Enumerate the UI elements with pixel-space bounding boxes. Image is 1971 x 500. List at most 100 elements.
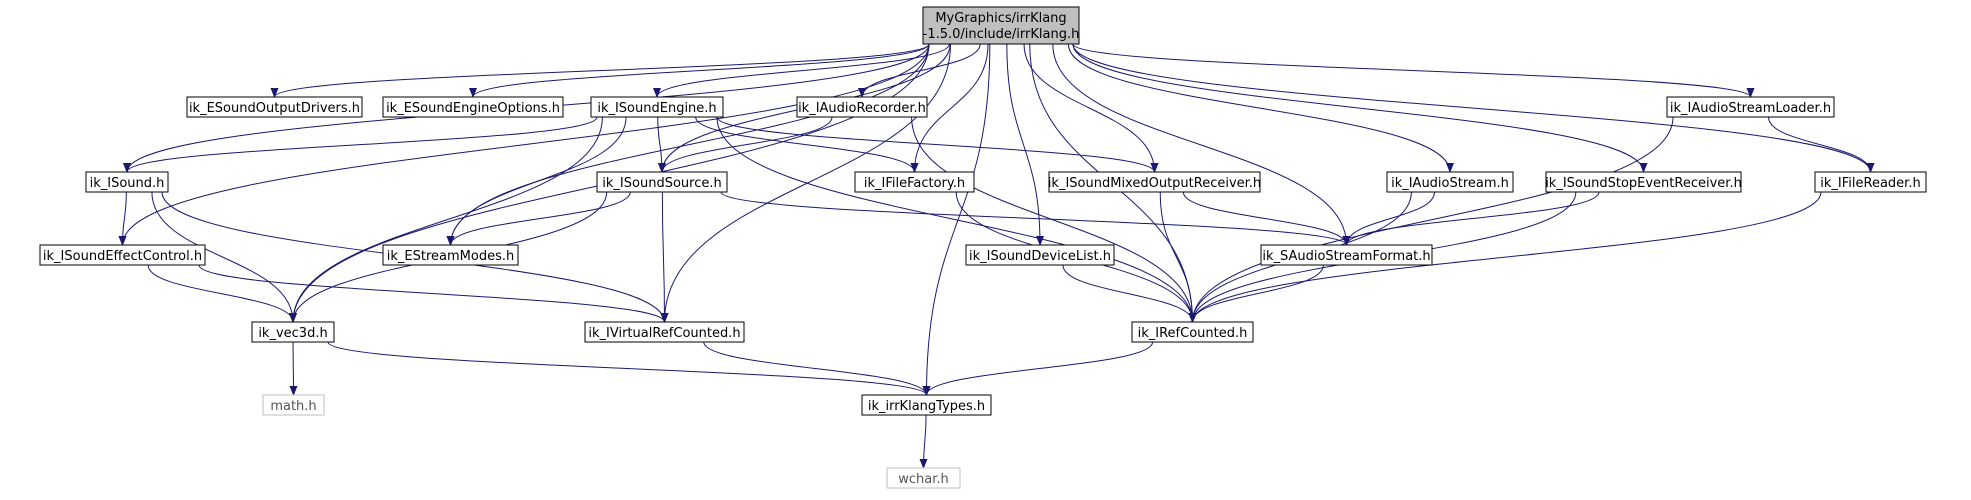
- node-ik-isoundsource[interactable]: ik_ISoundSource.h: [596, 171, 728, 193]
- edge-root-to-ik-esoundoutputdrivers: [270, 43, 930, 98]
- edge-root-to-ik-isoundengine: [653, 43, 950, 98]
- node-label: ik_ISound.h: [90, 176, 165, 191]
- edge-ik-isoundengine-to-ik-irefcounted: [716, 116, 1197, 323]
- edge-ik-isoundmixedoutputreceiver-to-ik-saudiostreamformat: [1182, 191, 1351, 246]
- edge-ik-isounddevicelist-to-ik-irefcounted: [1062, 264, 1197, 323]
- edge-ik-isoundengine-to-ik-ifilefactory: [695, 116, 919, 173]
- node-label: ik_IRefCounted.h: [1138, 326, 1248, 341]
- edge-root-to-ik-saudiostreamformat: [1052, 43, 1351, 246]
- edge-ik-isoundengine-to-ik-vec3d: [289, 116, 603, 323]
- edge-root-to-ik-isoundmixedoutputreceiver: [1023, 43, 1159, 173]
- node-ik-isoundeffectcontrol[interactable]: ik_ISoundEffectControl.h: [39, 244, 206, 266]
- node-box: [1545, 171, 1742, 193]
- edge-root-to-ik-isounddevicelist: [1006, 43, 1044, 246]
- node-label: ik_ESoundEngineOptions.h: [386, 101, 560, 116]
- node-ik-isounddevicelist[interactable]: ik_ISoundDeviceList.h: [965, 244, 1115, 266]
- node-label: ik_IFileReader.h: [1820, 176, 1920, 191]
- node-box: [251, 321, 335, 343]
- root-label-line2: -1.5.0/include/irrKlang.h: [923, 27, 1080, 42]
- node-ik-isoundmixedoutputreceiver[interactable]: ik_ISoundMixedOutputReceiver.h: [1048, 171, 1261, 193]
- edge-ik-isound-to-ik-vec3d: [151, 191, 297, 323]
- node-ik-iaudiostream[interactable]: ik_IAudioStream.h: [1386, 171, 1514, 193]
- node-box: [186, 96, 363, 118]
- edge-root-to-ik-esoundengineoptions: [469, 43, 930, 98]
- edge-root-to-ik-isoundstopeventreceiver: [1072, 43, 1648, 173]
- node-label: ik_ISoundStopEventReceiver.h: [1545, 176, 1742, 191]
- edge-ik-isoundengine-to-ik-isound: [123, 116, 598, 173]
- node-ik-isoundengine[interactable]: ik_ISoundEngine.h: [590, 96, 724, 118]
- edge-ik-irefcounted-to-ik-irrklangtypes: [922, 341, 1154, 396]
- node-box: [861, 394, 992, 416]
- node-ik-irrklangtypes[interactable]: ik_irrKlangTypes.h: [861, 394, 992, 416]
- node-label: ik_IFileFactory.h: [864, 176, 965, 191]
- edge-ik-ifilereader-to-ik-irefcounted: [1188, 191, 1822, 323]
- edge-ik-irrklangtypes-to-wchar: [919, 414, 928, 469]
- edge-ik-iaudiostreamloader-to-ik-irefcounted: [1188, 116, 1674, 323]
- edge-ik-saudiostreamformat-to-ik-irefcounted: [1188, 264, 1324, 323]
- root-node[interactable]: MyGraphics/irrKlang -1.5.0/include/irrKl…: [922, 6, 1080, 45]
- edge-root-to-ik-irrklangtypes: [922, 43, 991, 396]
- node-math: math.h: [262, 394, 325, 416]
- node-ik-esoundoutputdrivers[interactable]: ik_ESoundOutputDrivers.h: [186, 96, 363, 118]
- edges-layer: [118, 43, 1875, 469]
- edge-ik-isoundengine-to-ik-isoundsource: [657, 116, 666, 173]
- node-box: [382, 96, 564, 118]
- node-label: ik_IAudioRecorder.h: [798, 101, 926, 116]
- node-label: ik_ISoundDeviceList.h: [969, 249, 1111, 264]
- node-label: ik_ISoundEngine.h: [597, 101, 716, 116]
- edge-ik-isoundengine-to-ik-isoundmixedoutputreceiver: [716, 116, 1159, 173]
- node-ik-iaudiostreamloader[interactable]: ik_IAudioStreamLoader.h: [1666, 96, 1835, 118]
- edge-ik-iaudiostreamloader-to-ik-ifilereader: [1768, 116, 1875, 173]
- node-label: ik_SAudioStreamFormat.h: [1262, 249, 1430, 264]
- root-label-line1: MyGraphics/irrKlang: [935, 11, 1066, 26]
- edge-ik-isoundsource-to-ik-ivirtualrefcounted: [660, 191, 669, 323]
- edge-ik-isoundeffectcontrol-to-ik-ivirtualrefcounted: [198, 264, 669, 323]
- edge-ik-iaudiostream-to-ik-saudiostreamformat: [1342, 191, 1435, 246]
- node-box: [1386, 171, 1514, 193]
- node-label: ik_ISoundEffectControl.h: [43, 249, 202, 264]
- edge-ik-isoundmixedoutputreceiver-to-ik-irefcounted: [1159, 191, 1197, 323]
- node-label: ik_ESoundOutputDrivers.h: [189, 101, 360, 116]
- node-box: [584, 321, 745, 343]
- node-ik-saudiostreamformat[interactable]: ik_SAudioStreamFormat.h: [1260, 244, 1433, 266]
- node-box: [1814, 171, 1927, 193]
- node-box: [1666, 96, 1835, 118]
- edge-ik-isoundstopeventreceiver-to-ik-saudiostreamformat: [1342, 191, 1600, 246]
- node-ik-ifilefactory[interactable]: ik_IFileFactory.h: [854, 171, 975, 193]
- node-label: wchar.h: [898, 472, 949, 487]
- node-box: [886, 467, 961, 489]
- node-box: [796, 96, 928, 118]
- edge-ik-isoundsource-to-ik-estreammodes: [446, 191, 631, 246]
- edge-ik-isound-to-ik-isoundeffectcontrol: [118, 191, 127, 246]
- node-box: [590, 96, 724, 118]
- node-box: [262, 394, 325, 416]
- edge-ik-isoundeffectcontrol-to-ik-vec3d: [147, 264, 297, 323]
- node-label: ik_ISoundSource.h: [602, 176, 721, 191]
- node-ik-vec3d[interactable]: ik_vec3d.h: [251, 321, 335, 343]
- edge-root-to-ik-isoundeffectcontrol: [118, 43, 930, 246]
- node-ik-ivirtualrefcounted[interactable]: ik_IVirtualRefCounted.h: [584, 321, 745, 343]
- node-box: [1131, 321, 1254, 343]
- node-box: [596, 171, 728, 193]
- edge-root-to-ik-ifilereader: [1072, 43, 1875, 173]
- edge-ik-isoundsource-to-ik-saudiostreamformat: [720, 191, 1351, 246]
- node-ik-estreammodes[interactable]: ik_EStreamModes.h: [382, 244, 519, 266]
- node-box: [39, 244, 206, 266]
- node-ik-iaudiorecorder[interactable]: ik_IAudioRecorder.h: [796, 96, 928, 118]
- node-ik-irefcounted[interactable]: ik_IRefCounted.h: [1131, 321, 1254, 343]
- node-ik-isoundstopeventreceiver[interactable]: ik_ISoundStopEventReceiver.h: [1545, 171, 1742, 193]
- node-ik-esoundengineoptions[interactable]: ik_ESoundEngineOptions.h: [382, 96, 564, 118]
- node-box: [85, 171, 169, 193]
- edge-ik-vec3d-to-ik-irrklangtypes: [327, 341, 931, 396]
- node-label: math.h: [270, 399, 316, 414]
- edge-ik-iaudiorecorder-to-ik-isoundsource: [658, 116, 833, 173]
- node-box: [1260, 244, 1433, 266]
- node-box: [965, 244, 1115, 266]
- node-ik-ifilereader[interactable]: ik_IFileReader.h: [1814, 171, 1927, 193]
- node-label: ik_irrKlangTypes.h: [868, 399, 985, 414]
- edge-ik-isoundengine-to-ik-estreammodes: [446, 116, 627, 246]
- node-box: [382, 244, 519, 266]
- node-label: ik_IAudioStream.h: [1391, 176, 1509, 191]
- node-ik-isound[interactable]: ik_ISound.h: [85, 171, 169, 193]
